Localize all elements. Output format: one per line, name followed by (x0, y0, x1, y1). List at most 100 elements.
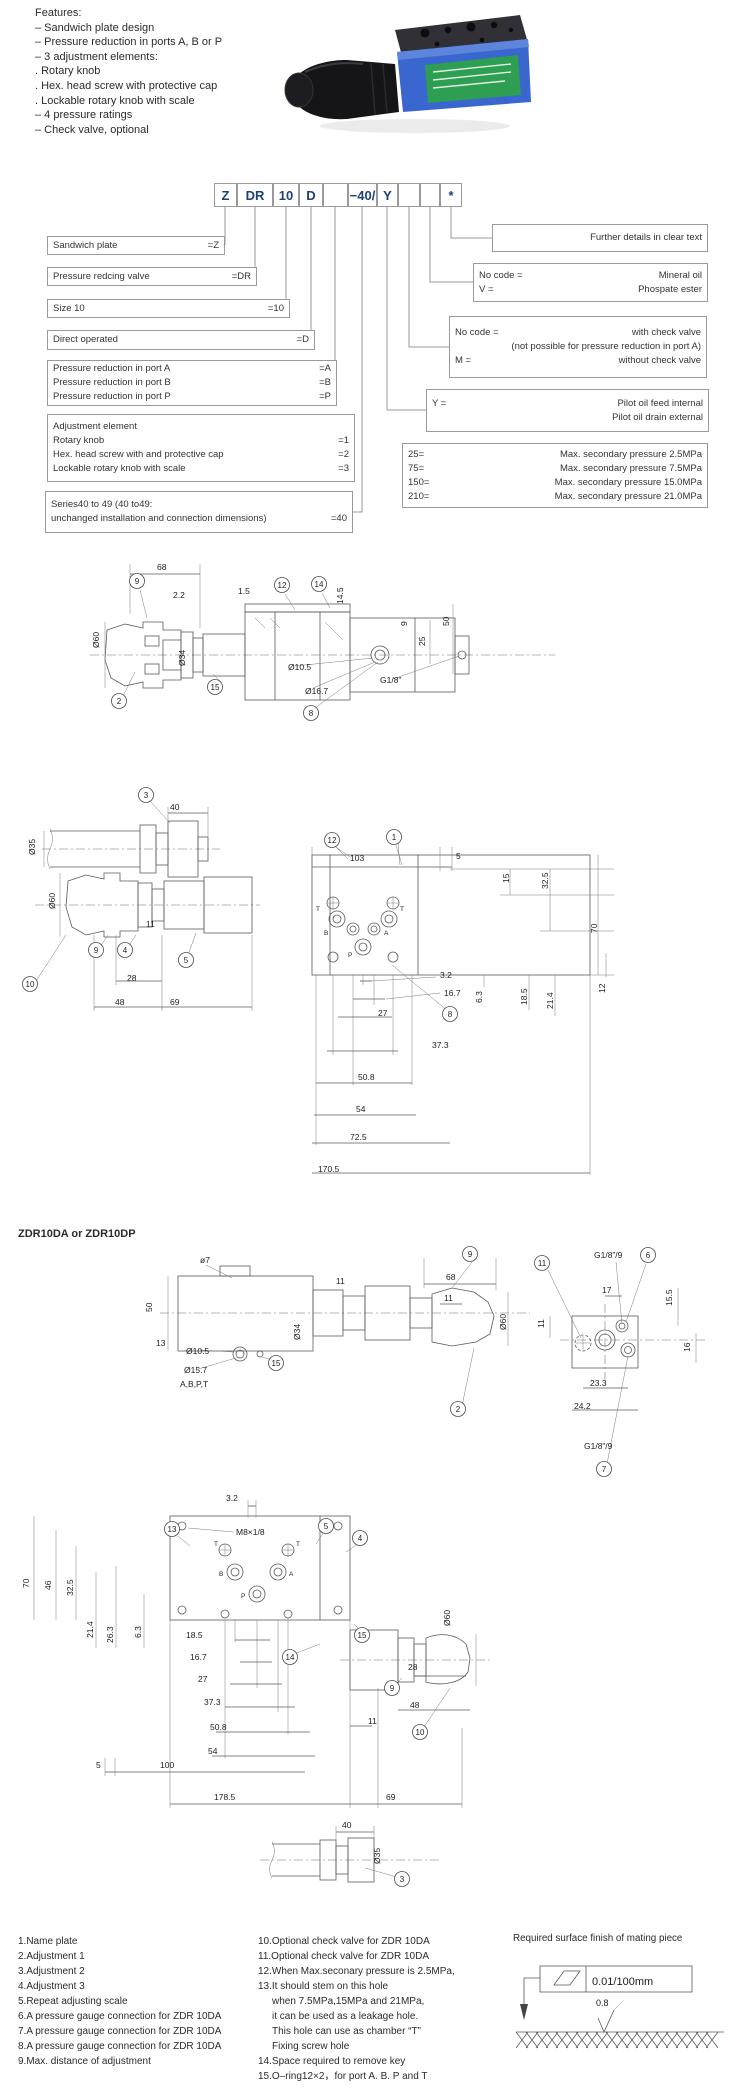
balloon-number: 10 (26, 980, 35, 989)
dimensional-drawing-3: ø75013Ø10.5Ø15.7A,B,P,T15Ø341196811Ø602G… (144, 1246, 706, 1477)
dim-label: 11 (146, 919, 155, 929)
balloon-8 (442, 1006, 458, 1022)
left-description-box-3: Size 10=10 (47, 299, 290, 318)
option-label: without check valve (618, 355, 701, 366)
feature-item-7: – 4 pressure ratings (35, 109, 133, 122)
dim-label: 48 (115, 997, 125, 1007)
option-code: =D (296, 334, 309, 345)
dim-label: M8×1/8 (236, 1527, 265, 1537)
dim-label: B (324, 930, 328, 937)
dim-label: 170.5 (318, 1164, 340, 1174)
dim-label: Ø10.5 (288, 662, 311, 672)
balloon-number: 4 (358, 1534, 363, 1543)
note-line-1: 10.Optional check valve for ZDR 10DA (258, 1936, 430, 1947)
balloon-number: 6 (646, 1251, 651, 1260)
option-code: =3 (338, 463, 349, 474)
dim-label: 6.3 (133, 1626, 143, 1638)
dim-label: 0.8 (596, 1998, 609, 2008)
option-code: 210= (408, 490, 430, 502)
option-code: No code = (479, 269, 523, 281)
balloon-number: 12 (278, 581, 287, 590)
dim-label: 2.2 (173, 590, 185, 600)
option-label: Direct operated (53, 334, 118, 345)
option-label: Max. secondary pressure 15.0MPa (554, 476, 702, 488)
option-code: =2 (338, 449, 349, 460)
option-label: unchanged installation and connection di… (51, 513, 267, 524)
features-title: Features: (35, 7, 82, 19)
dim-label: 54 (208, 1746, 218, 1756)
note-line-6: it can be used as a leakage hole. (272, 2011, 419, 2022)
dim-label: 0.01/100mm (592, 1976, 653, 1988)
balloon-15 (268, 1355, 284, 1371)
dim-label: T (400, 906, 404, 913)
note-line-5: 5.Repeat adjusting scale (18, 1996, 128, 2007)
option-label: Pressure reduction in port A (53, 363, 171, 374)
dim-label: Ø16.7 (305, 686, 328, 696)
option-label: Max. secondary pressure 21.0MPa (554, 490, 702, 502)
note-line-9: 14.Space required to remove key (258, 2056, 406, 2067)
balloon-number: 14 (315, 580, 324, 589)
balloon-13 (164, 1521, 180, 1537)
left-description-box-1: Sandwich plate=Z (47, 236, 225, 255)
dim-label: P (241, 1593, 245, 1600)
model-code-box-8 (398, 183, 420, 207)
dim-label: T (296, 1541, 300, 1548)
dim-label: 40 (170, 802, 180, 812)
option-label: Pressure reduction in port P (53, 391, 171, 402)
balloon-2 (450, 1401, 466, 1417)
option-label: Pilot oil drain external (612, 411, 703, 423)
balloon-5 (318, 1518, 334, 1534)
balloon-number: 4 (123, 946, 128, 955)
dim-label: 48 (410, 1700, 420, 1710)
dim-label: 21.4 (85, 1621, 95, 1638)
dim-label: Ø35 (372, 1848, 382, 1864)
dim-label: Ø35 (27, 839, 37, 855)
dim-label: 103 (350, 853, 364, 863)
balloon-number: 1 (392, 833, 397, 842)
option-label: Mineral oil (658, 269, 702, 281)
balloon-10 (412, 1724, 428, 1740)
balloon-11 (534, 1255, 550, 1271)
balloon-number: 15 (211, 683, 220, 692)
dim-label: 11 (444, 1293, 453, 1303)
dim-label: P (348, 952, 352, 959)
balloon-number: 8 (309, 709, 314, 718)
balloon-number: 11 (538, 1259, 547, 1268)
option-code: V = (479, 283, 494, 295)
dim-label: 27 (378, 1008, 388, 1018)
option-label: (not possible for pressure reduction in … (511, 341, 701, 352)
option-label: Further details in clear text (590, 232, 702, 243)
option-label: Sandwich plate (53, 239, 118, 251)
note-line-10: 15.O–ring12×2，for port A. B. P and T (258, 2071, 428, 2082)
balloon-14 (311, 576, 327, 592)
balloon-14 (282, 1649, 298, 1665)
balloon-6 (640, 1247, 656, 1263)
left-description-box-4: Direct operated =D (47, 330, 315, 350)
balloon-number: 9 (135, 577, 140, 586)
dim-label: 178.5 (214, 1792, 236, 1802)
option-label: Size 10 (53, 302, 85, 314)
dim-label: A (289, 1571, 294, 1578)
dim-label: 1.5 (238, 586, 250, 596)
dim-label: 11 (368, 1716, 377, 1726)
dim-label: 32.5 (540, 872, 550, 889)
option-label: Pilot oil feed internal (617, 397, 703, 409)
balloon-number: 13 (168, 1525, 177, 1534)
dim-label: Ø60 (91, 632, 101, 648)
balloon-number: 8 (448, 1010, 453, 1019)
dim-label: A (384, 930, 389, 937)
left-description-box-2: Pressure redcing valve=DR (47, 267, 257, 286)
balloon-number: 15 (358, 1631, 367, 1640)
balloon-2 (111, 693, 127, 709)
balloon-number: 10 (416, 1728, 425, 1737)
option-code: =B (319, 377, 331, 388)
model-code-box-1: Z (214, 183, 237, 207)
